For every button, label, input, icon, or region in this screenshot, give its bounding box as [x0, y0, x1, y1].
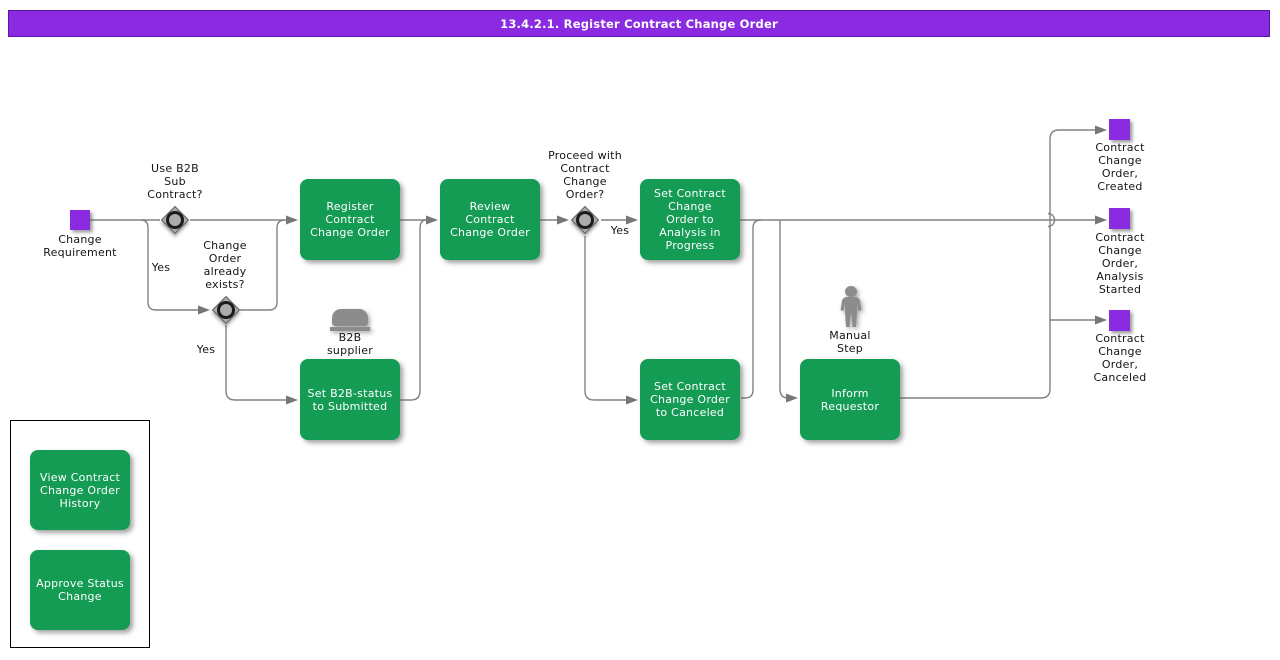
- decision-order-exists-label: Change Order already exists?: [203, 239, 247, 291]
- edge-label-yes-proceed: Yes: [610, 224, 630, 237]
- end-event-canceled-label: Contract Change Order, Canceled: [1093, 332, 1147, 384]
- end-event-created-label: Contract Change Order, Created: [1095, 141, 1145, 193]
- arrowhead-into-canceled-event: [1095, 315, 1107, 325]
- arrowhead-into-created: [1095, 125, 1107, 135]
- edge-inform-to-created: [900, 129, 1095, 399]
- activity-review-contract-change-order[interactable]: Review Contract Change Order: [440, 179, 540, 260]
- activity-inform-requestor[interactable]: Inform Requestor: [800, 359, 900, 440]
- diamond-ring-icon: [166, 211, 184, 229]
- diamond-ring-icon: [217, 301, 235, 319]
- decision-use-b2b-label: Use B2B Sub Contract?: [147, 162, 203, 201]
- activity-approve-status-change[interactable]: Approve Status Change: [30, 550, 130, 630]
- b2b-supplier-hat-icon: [330, 309, 370, 331]
- decision-proceed-label: Proceed with Contract Change Order?: [548, 149, 622, 201]
- edge-branch-to-inform: [779, 220, 789, 399]
- arrowhead-into-set-canceled: [626, 395, 638, 405]
- end-event-analysis-started-label: Contract Change Order, Analysis Started: [1095, 231, 1145, 296]
- activity-set-order-to-analysis-in-progress[interactable]: Set Contract Change Order to Analysis in…: [640, 179, 740, 260]
- arrowhead-into-order-exists: [198, 305, 210, 315]
- decision-use-b2b: [160, 205, 190, 235]
- arrowhead-into-proceed: [557, 215, 569, 225]
- manual-step-person-icon: [839, 286, 863, 328]
- line-jump-arc: [1047, 212, 1056, 228]
- decision-order-exists: [211, 295, 241, 325]
- title-banner: 13.4.2.1. Register Contract Change Order: [8, 10, 1270, 37]
- end-event-canceled: [1109, 310, 1130, 331]
- decision-proceed: [570, 205, 600, 235]
- arrowhead-into-inform: [786, 393, 798, 403]
- activity-set-order-to-canceled[interactable]: Set Contract Change Order to Canceled: [640, 359, 740, 440]
- arrowhead-into-analysis-started: [1095, 215, 1107, 225]
- hat-brim: [330, 327, 370, 331]
- person-silhouette: [840, 286, 862, 327]
- start-event-change-requirement: [70, 210, 90, 230]
- edge-set-canceled-merge: [741, 219, 762, 399]
- arrowhead-into-register: [286, 215, 298, 225]
- diamond-ring-icon: [576, 211, 594, 229]
- edge-proceed-no-to-set-canceled: [584, 236, 626, 401]
- end-event-analysis-started: [1109, 208, 1130, 229]
- edge-label-yes-order-exists: Yes: [196, 343, 216, 356]
- manual-step-label: Manual Step: [829, 329, 871, 355]
- activity-view-contract-change-order-history[interactable]: View Contract Change Order History: [30, 450, 130, 530]
- edge-set-b2b-merge: [400, 219, 427, 401]
- edge-order-exists-yes-to-set-b2b: [225, 325, 286, 401]
- page-title: 13.4.2.1. Register Contract Change Order: [500, 16, 778, 31]
- activity-set-b2b-status-to-submitted[interactable]: Set B2B-status to Submitted: [300, 359, 400, 440]
- activity-register-contract-change-order[interactable]: Register Contract Change Order: [300, 179, 400, 260]
- arrowhead-into-review: [426, 215, 438, 225]
- end-event-created: [1109, 119, 1130, 140]
- arrowhead-into-set-b2b: [286, 395, 298, 405]
- edge-label-yes-use-b2b: Yes: [151, 261, 171, 274]
- hat-dome: [332, 309, 368, 326]
- start-event-label: Change Requirement: [43, 233, 117, 259]
- b2b-supplier-label: B2B supplier: [326, 331, 374, 357]
